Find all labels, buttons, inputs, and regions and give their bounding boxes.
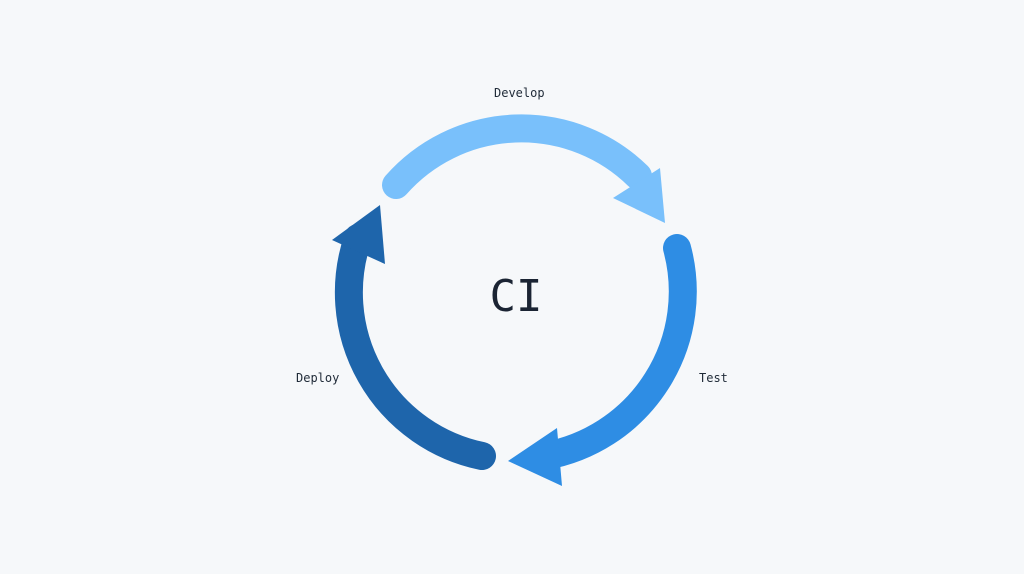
deploy-arrow-shaft <box>334 224 496 470</box>
deploy-arrowhead-icon <box>332 205 385 264</box>
stage-label-test: Test <box>699 371 728 385</box>
develop-arrow <box>382 114 665 223</box>
test-arrow <box>508 234 697 486</box>
stage-label-deploy: Deploy <box>296 371 340 385</box>
center-label: CI <box>489 271 543 322</box>
deploy-arrow <box>332 205 496 470</box>
stage-label-develop: Develop <box>494 86 545 100</box>
test-arrowhead-icon <box>508 428 562 486</box>
develop-arrow-shaft <box>382 114 652 199</box>
develop-arrowhead-icon <box>613 168 665 223</box>
test-arrow-shaft <box>531 234 697 470</box>
